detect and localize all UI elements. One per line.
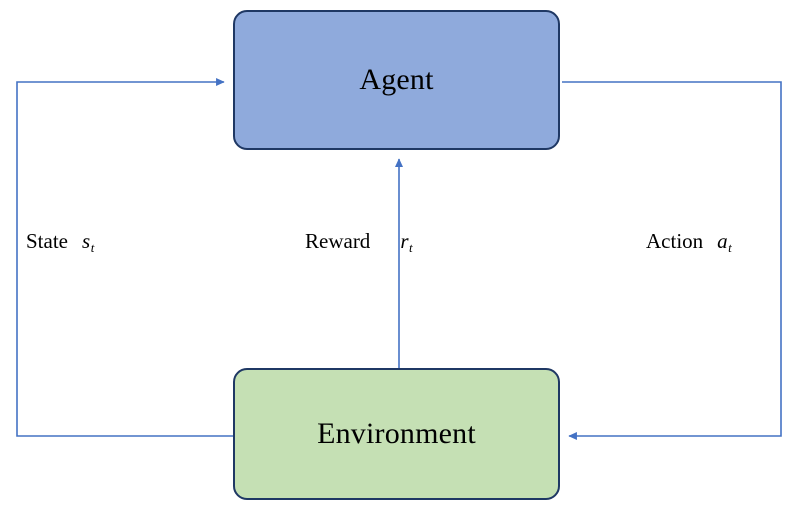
edge-label-state-text: State: [26, 229, 68, 253]
edge-label-reward: Reward rt: [305, 229, 413, 255]
node-agent[interactable]: Agent: [233, 10, 560, 150]
node-agent-label: Agent: [359, 63, 434, 96]
node-environment-label: Environment: [317, 417, 476, 450]
edge-symbol-action: at: [717, 229, 732, 255]
edge-action-path: [562, 81, 782, 440]
edge-label-action: Action at: [646, 229, 732, 255]
edge-symbol-state: st: [82, 229, 95, 255]
node-environment[interactable]: Environment: [233, 368, 560, 500]
edge-state-path: [16, 78, 233, 437]
edge-label-reward-text: Reward: [305, 229, 371, 253]
edge-symbol-reward: rt: [400, 229, 413, 255]
edge-label-action-text: Action: [646, 229, 704, 253]
